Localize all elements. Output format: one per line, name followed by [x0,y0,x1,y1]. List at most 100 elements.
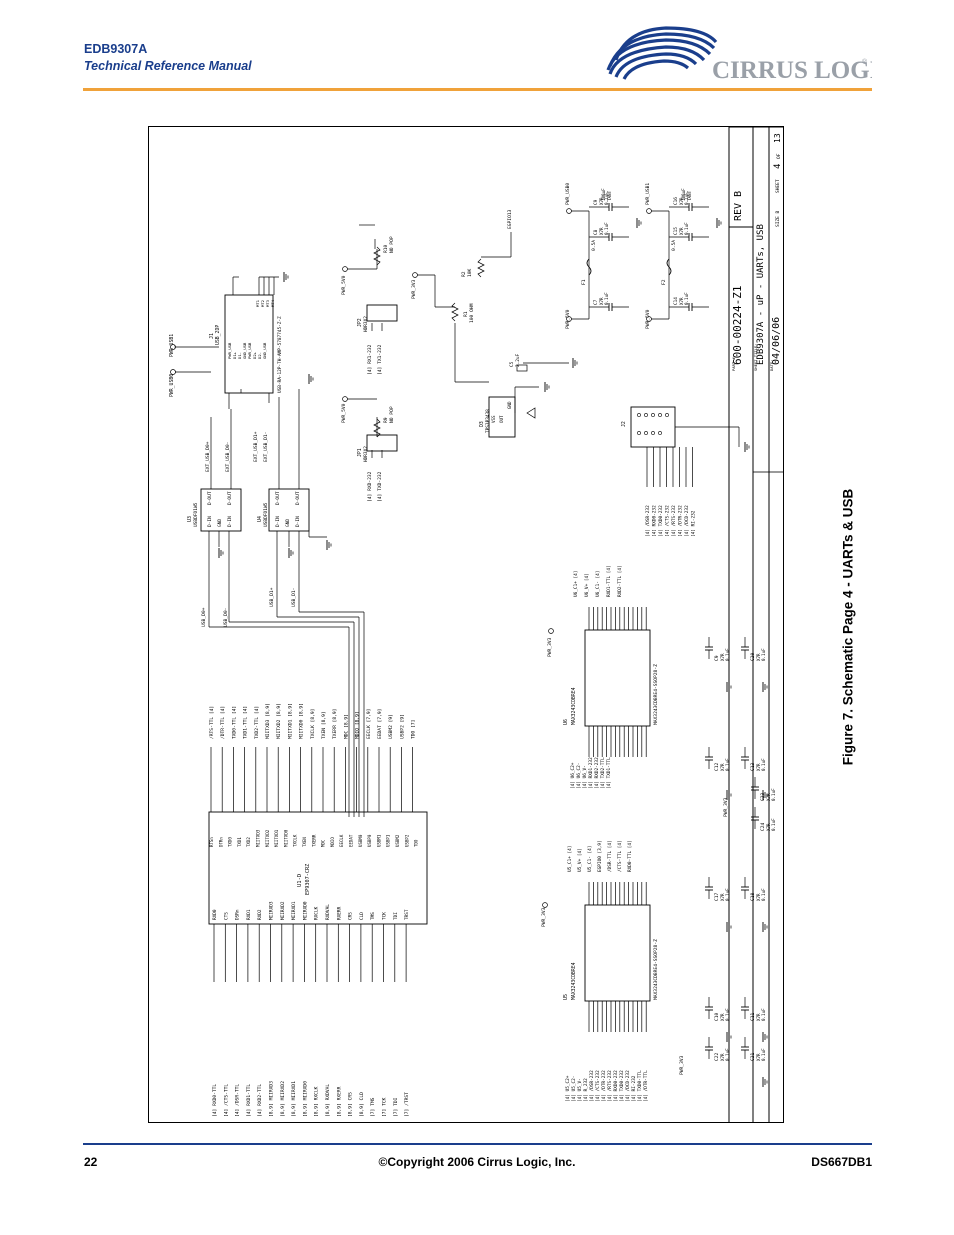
u1-right-signal: MIITXD2 [8,9] [276,703,282,739]
page-number: 22 [84,1155,98,1169]
u1-right-pin: MIITXD0 [283,829,288,847]
usb-d1m-label: USB_D1- [291,588,297,607]
f2-ref: F2 [661,279,667,285]
j2-pin [651,431,655,435]
cap-dielectric: X7R [679,197,684,205]
u1-right-signal: TXCLK [8,9] [310,709,316,739]
j1-pin: PWR_USB [247,342,252,359]
j1-ref: J1 [209,333,215,339]
d3-body [488,396,516,438]
u5-cap-ref: C18 [750,892,756,901]
j1-mount-pin: MT3 [265,299,270,307]
u6-left-signal: [4] U6_C2+ [570,762,576,789]
part-number: 600-00224-Z1 [731,286,744,365]
cap-value: 0.1uF [604,192,609,205]
u1-left-pin: CTS [223,912,229,920]
pwr-usb1-net-2: PWR_USB1 [645,183,651,205]
u5-left-signal: [4] /DTR-TTL [643,1070,649,1102]
jp1-ref: JP1 [357,448,363,457]
pwr-3v3-port [412,272,418,278]
u1-right-signal: TXD0-TTL [4] [231,706,237,739]
u6-left-signal: [4] TXD2-TTL [600,757,606,789]
ext-usb-d0m-label: EXT_USB_D0- [225,442,231,472]
u5-cap-dielectric: X7R [756,1053,761,1061]
u6-pwr-net: PWR_3V3 [547,637,553,657]
r2-value: 10K [467,268,473,277]
u1-right-signal: TXD2-TTL [4] [254,706,260,739]
u4-pin-din: D-IN [275,516,281,527]
jp-signal: [4] RXD-232 [367,471,373,502]
r2-symbol [477,258,485,278]
u1-right-pin: MIITXD1 [274,829,279,847]
part-label: PART # [731,357,736,371]
j1-pin: GND_USB [242,342,247,359]
u1-left-pin: RXD0 [212,909,218,920]
jp-signal: [4] TX1-232 [377,344,383,375]
u3-pin-dout2: D-OUT [227,491,233,505]
u3-body [200,488,242,532]
u5-left-signal: [4] /RTS-232 [607,1070,613,1102]
u1-right-pin: TXCLK [293,834,298,847]
u1-right-signal: MIITXD1 [8,9] [287,703,293,739]
u6-cap-value: 0.1uF [761,648,766,661]
j1-mount-pin: MT4 [270,299,275,307]
jp2-body [366,304,398,322]
u6-part: MAX3243CDBRE4 [571,687,577,725]
u1-left-pin: RXDVAL [325,904,331,920]
u5-cap-value: 0.1uF [725,888,730,901]
cap-dielectric: X7R [679,227,684,235]
j2-pin [644,413,648,417]
j2-signal: [4] /DSR-232 [645,505,651,537]
sheet-total: 13 [773,133,782,143]
u6-right-signal: U6_C1+ [4] [573,571,579,597]
r2-ref: R2 [461,271,467,277]
cap-value: 0.1uF [684,292,689,305]
r10-symbol [373,246,381,266]
copyright-notice: ©Copyright 2006 Cirrus Logic, Inc. [378,1155,576,1169]
j2-signal: [4] /RTS-232 [671,505,677,537]
u4-pin-gnd: GND [285,519,291,527]
c5-value: 2.2uF [515,353,521,367]
cap-dielectric: X7R [599,227,604,235]
sheet-title: EDB9307A - uP - UARTs, USB [756,224,766,365]
pwr-usb0-net: PWR_USB0 [169,374,175,397]
document-subtitle: Technical Reference Manual [84,59,252,73]
j1-part: USB_2DP [215,325,221,345]
u5-cap-ref: C22 [714,1052,720,1061]
u4-part: USBDFO1W5 [263,502,269,527]
sheet-title-label: SHEET TITLE: [753,344,758,371]
u1-right-signal: TDO [7] [411,720,417,739]
u1-right-signal: EECLK [7,9] [366,709,372,739]
u1-left-signal: [8,9] CLD [359,1092,365,1117]
u3-part: USBDFO1W5 [193,502,199,527]
r1-ref: R1 [463,311,469,317]
u1-right-pin: USBP0 [367,834,372,847]
cap-value: 0.1uF [604,222,609,235]
u5-left-signal: [4] /CTS-232 [595,1070,601,1102]
u5-pwr-net: PWR_3V3 [541,907,547,927]
j2-signal: [4] TXD0-232 [658,505,664,537]
u1-left-pin: MIIRXD0 [302,901,308,920]
j2-signal: [4] RXD0-232 [652,505,658,537]
pwr-cap-value: 0.1uF [771,818,776,831]
u1-left-signal: [4] /DSR-TTL [235,1084,241,1117]
u5-left-signal: [4] /DTR-232 [601,1070,607,1102]
u5-left-signal: [4] U5_V- [577,1078,583,1102]
u1-left-signal: [8,9] CRS [348,1092,354,1117]
u1-left-signal: [4] RXD0-TTL [212,1084,218,1117]
u1-left-pin: RXERR [336,906,342,920]
u6-cap-dielectric: X7R [720,653,725,661]
u1-left-pin: CLD [359,912,365,920]
j1-pin: D2- [257,352,262,359]
u6-cap-dielectric: X7R [756,763,761,771]
u5-cap-value: 0.1uF [725,1008,730,1021]
j2-pin [651,413,655,417]
u1-right-signal: TXD1-TTL [4] [243,706,249,739]
u1-right-pin: USBP1 [386,834,391,847]
usb-d1p-label: USB_D1+ [269,587,275,607]
pwr-cap-value: 0.1uF [771,788,776,801]
u6-cap-value: 0.1uF [725,758,730,771]
cap-ref: C15 [673,227,679,235]
u1-left-signal: [7] TMS [370,1097,376,1117]
